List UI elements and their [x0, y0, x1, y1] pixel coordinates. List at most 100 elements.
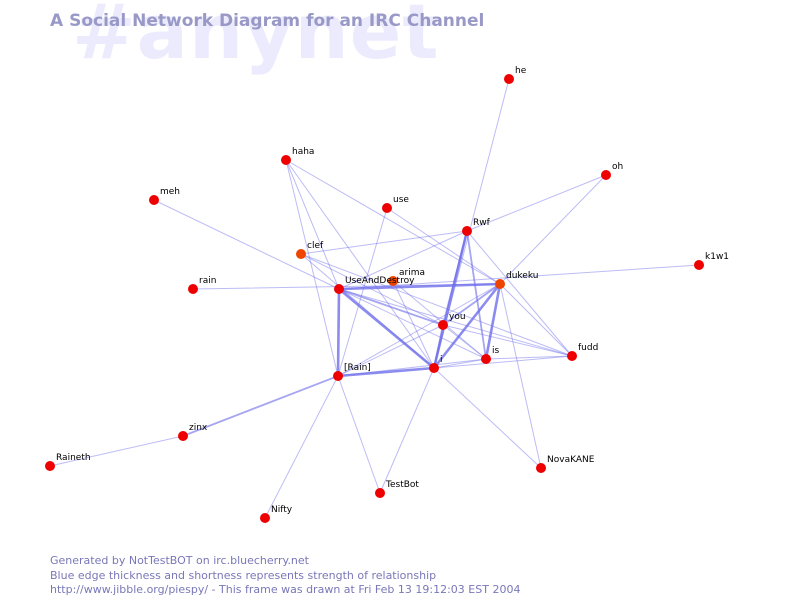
edge-clef-rwf: [300, 230, 468, 255]
node-clef: clef: [296, 241, 324, 259]
edge-i-novakane: [433, 367, 542, 469]
node-dot-rain: [333, 371, 343, 381]
node-label-novakane: NovaKANE: [547, 455, 595, 465]
edge-arima-i: [392, 280, 435, 369]
node-k1w1: k1w1: [694, 252, 729, 270]
footer-legend-note: Blue edge thickness and shortness repres…: [50, 568, 437, 582]
node-label-i: i: [440, 355, 443, 365]
node-label-arima: arima: [399, 268, 425, 278]
edge-haha-useanddestroy: [285, 159, 340, 290]
page-title: A Social Network Diagram for an IRC Chan…: [50, 11, 485, 31]
node-label-clef: clef: [307, 241, 324, 251]
edge-clef-fudd: [300, 253, 573, 357]
node-dot-is: [481, 354, 491, 364]
edge-dukeku-is: [484, 282, 502, 361]
node-meh: meh: [149, 187, 180, 205]
node-label-dukeku: dukeku: [506, 271, 538, 281]
edge-you-fudd: [442, 324, 573, 357]
node-fudd: fudd: [567, 343, 598, 361]
node-label-haha: haha: [292, 147, 314, 157]
node-dot-k1w1: [694, 260, 704, 270]
node-is: is: [481, 346, 500, 364]
node-dukeku: dukeku: [495, 271, 538, 289]
edge-i-is: [433, 358, 487, 369]
node-label-he: he: [515, 66, 527, 76]
node-label-fudd: fudd: [578, 343, 598, 353]
edge-useanddestroy-you: [338, 288, 444, 326]
edge-haha-dukeku: [285, 159, 501, 285]
edge-dukeku-novakane: [499, 283, 542, 469]
edge-dukeku-fudd: [499, 283, 573, 357]
node-label-zinx: zinx: [189, 423, 208, 433]
node-dot-zinx: [178, 431, 188, 441]
node-dot-raineth: [45, 461, 55, 471]
edge-arima-is: [392, 280, 487, 360]
footer: Generated by NotTestBOT on irc.bluecherr…: [50, 554, 520, 598]
channel-name-watermark: #anynet: [72, 0, 440, 76]
node-raineth: Raineth: [45, 453, 91, 471]
footer-generated-by: Generated by NotTestBOT on irc.bluecherr…: [50, 554, 309, 567]
edge-dukeku-i: [432, 282, 502, 370]
node-dot-testbot: [375, 488, 385, 498]
node-dot-rwf: [462, 226, 472, 236]
edge-useanddestroy-fudd: [338, 288, 573, 357]
node-dot-useanddestroy: [334, 284, 344, 294]
edge-use-dukeku: [386, 207, 501, 285]
node-dot-haha: [281, 155, 291, 165]
node-dot-rain: [188, 284, 198, 294]
edge-oh-dukeku: [499, 174, 607, 285]
edge-clef-you: [300, 253, 444, 326]
edge-i-testbot: [379, 367, 435, 494]
edge-rain-testbot: [337, 375, 381, 494]
node-oh: oh: [601, 162, 623, 180]
edge-zinx-raineth: [49, 435, 184, 467]
edge-rain-is: [337, 358, 487, 377]
edge-layer: [49, 78, 700, 519]
node-label-nifty: Nifty: [271, 505, 293, 515]
node-nifty: Nifty: [260, 505, 293, 523]
node-testbot: TestBot: [375, 480, 419, 498]
edge-useanddestroy-is: [338, 288, 487, 360]
edge-oh-rwf: [466, 174, 607, 232]
node-dot-you: [438, 320, 448, 330]
node-use: use: [382, 195, 409, 213]
edge-rwf-useanddestroy: [338, 230, 468, 290]
edge-is-fudd: [485, 355, 573, 360]
node-label-meh: meh: [160, 187, 180, 197]
node-dot-oh: [601, 170, 611, 180]
node-rwf: Rwf: [462, 218, 491, 236]
node-label-is: is: [492, 346, 500, 356]
node-he: he: [504, 66, 527, 84]
edge-meh-useanddestroy: [153, 199, 340, 290]
node-label-k1w1: k1w1: [705, 252, 729, 262]
node-rain: rain: [188, 276, 216, 294]
node-dot-meh: [149, 195, 159, 205]
node-dot-i: [429, 363, 439, 373]
node-label-rwf: Rwf: [473, 218, 491, 228]
node-dot-arima: [388, 276, 398, 286]
edge-useanddestroy-i: [337, 287, 436, 370]
node-you: you: [438, 312, 466, 330]
edge-you-i: [433, 324, 444, 369]
node-dot-fudd: [567, 351, 577, 361]
edge-i-fudd: [433, 355, 573, 369]
edge-dukeku-you: [442, 283, 501, 326]
edge-you-is: [442, 324, 487, 360]
edge-you-rain: [337, 324, 444, 377]
edge-rain-zinx: [182, 375, 339, 437]
edge-rwf-you: [442, 230, 468, 326]
node-novakane: NovaKANE: [536, 455, 595, 473]
edge-useanddestroy-dukeku: [337, 282, 502, 291]
edge-haha-i: [285, 159, 435, 369]
node-dot-dukeku: [495, 279, 505, 289]
edge-k1w1-useanddestroy: [338, 264, 700, 290]
node-arima: arima: [388, 268, 425, 286]
node-label-useanddestroy: UseAndDestroy: [345, 276, 415, 286]
edge-haha-rain: [285, 159, 339, 377]
node-dot-he: [504, 74, 514, 84]
node-label-you: you: [449, 312, 466, 322]
edge-rain-i: [336, 366, 436, 378]
node-label-rain: rain: [199, 276, 216, 286]
